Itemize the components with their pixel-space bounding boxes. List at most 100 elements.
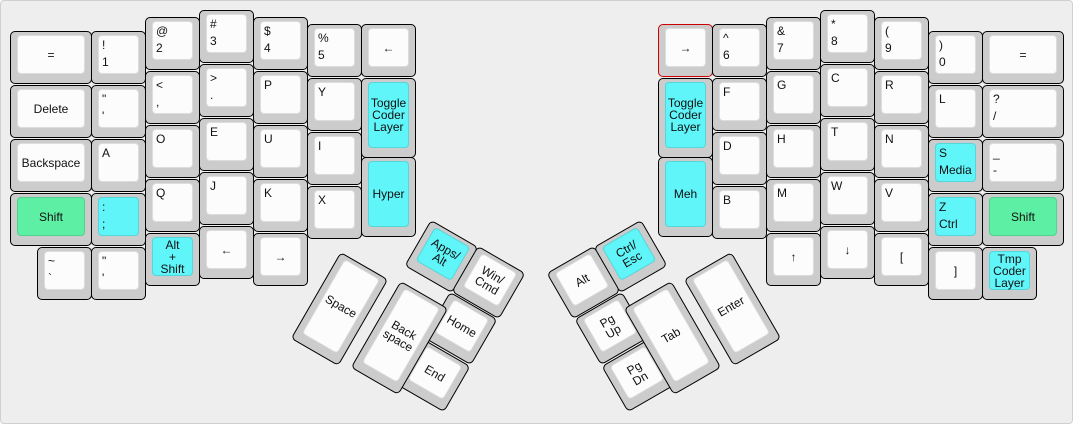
- key-hyper: Hyper: [361, 157, 416, 237]
- key-equals-right: =: [982, 31, 1064, 84]
- key-legend: C: [831, 71, 840, 85]
- key-legend: O: [156, 132, 166, 146]
- key-legend: →: [274, 249, 287, 264]
- keycap-top: L: [935, 89, 976, 128]
- key-tilde: ~`: [37, 247, 92, 300]
- key-o: O: [145, 125, 200, 178]
- keycap-top: Hyper: [368, 161, 409, 227]
- key-at-2: @2: [145, 17, 200, 70]
- key-w: W: [820, 172, 875, 225]
- key-backspace: Backspace: [10, 139, 92, 192]
- key-legend: ←: [220, 242, 233, 257]
- keycap-top: ↑: [773, 237, 814, 276]
- key-legend-top: $: [264, 24, 271, 38]
- key-legend-bottom: `: [48, 271, 52, 285]
- keycap-top: )0: [935, 35, 976, 74]
- key-legend: Meh: [673, 187, 698, 201]
- key-paren-0: )0: [928, 31, 983, 84]
- key-meh: Meh: [658, 157, 713, 237]
- key-legend-bottom: Media: [939, 163, 972, 177]
- key-h: H: [766, 125, 821, 178]
- key-legend-top: %: [318, 31, 329, 45]
- key-delete: Delete: [10, 85, 92, 138]
- keycap-top: K: [260, 183, 301, 222]
- keycap-top: ?/: [989, 89, 1057, 128]
- key-legend: V: [885, 186, 894, 200]
- key-legend: X: [318, 193, 327, 207]
- key-legend: Delete: [33, 101, 69, 116]
- key-legend-top: @: [156, 24, 169, 38]
- key-x: X: [307, 186, 362, 239]
- keycap-top: >.: [206, 68, 247, 107]
- key-star-8: *8: [820, 10, 875, 63]
- keycap-top: #3: [206, 14, 247, 53]
- key-v: V: [874, 179, 929, 232]
- key-legend-top: #: [210, 17, 217, 31]
- key-gt-dot: >.: [199, 64, 254, 117]
- keycap-top: →: [665, 28, 706, 67]
- key-legend: Shift: [1010, 209, 1035, 224]
- keycap-top: X: [314, 190, 355, 229]
- keycap-top: (9: [881, 21, 922, 60]
- key-legend: K: [264, 186, 273, 200]
- key-legend-top: >: [210, 71, 218, 85]
- keycap-top: Shift: [989, 197, 1057, 236]
- key-t: T: [820, 118, 875, 171]
- key-legend-top: ^: [723, 31, 729, 45]
- key-arrow-right: →: [253, 233, 308, 286]
- key-l: L: [928, 85, 983, 138]
- keycap-top: ^6: [719, 28, 760, 67]
- key-legend-bottom: 9: [885, 41, 892, 55]
- key-shift-left: Shift: [10, 193, 92, 246]
- key-quote-thumb: "': [91, 247, 146, 300]
- key-y: Y: [307, 78, 362, 131]
- key-quote: "': [91, 85, 146, 138]
- key-amp-7: &7: [766, 17, 821, 70]
- keycap-top: %5: [314, 28, 355, 67]
- key-legend: =: [47, 47, 55, 62]
- key-legend-bottom: ,: [156, 95, 160, 109]
- key-paren-9: (9: [874, 17, 929, 70]
- key-legend: N: [885, 132, 894, 146]
- key-legend: H: [777, 132, 786, 146]
- key-legend: [: [899, 249, 904, 264]
- key-legend: Y: [318, 85, 327, 99]
- keycap-top: "': [98, 251, 139, 290]
- key-legend-top: (: [885, 24, 889, 38]
- key-legend-top: _: [993, 146, 1000, 160]
- keycap-top: Meh: [665, 161, 706, 227]
- key-arrow-right-top: →: [658, 24, 713, 77]
- key-legend: L: [939, 92, 946, 106]
- key-legend: U: [264, 132, 273, 146]
- key-j: J: [199, 172, 254, 225]
- key-arrow-up: ↑: [766, 233, 821, 286]
- keycap-top: ←: [206, 230, 247, 269]
- keycap-top: A: [98, 143, 139, 182]
- keycap-top: E: [206, 122, 247, 161]
- key-legend-top: &: [777, 24, 786, 38]
- keycap-top: _-: [989, 143, 1057, 182]
- key-legend: Q: [156, 186, 166, 200]
- key-legend-top: *: [831, 17, 836, 31]
- key-legend: D: [723, 139, 732, 153]
- key-c: C: [820, 64, 875, 117]
- keycap-top: Alt+Shift: [152, 237, 193, 276]
- key-k: K: [253, 179, 308, 232]
- key-legend-bottom: 0: [939, 55, 946, 69]
- keycap-top: !1: [98, 35, 139, 74]
- key-legend-bottom: 2: [156, 41, 163, 55]
- keycap-top: Q: [152, 183, 193, 222]
- key-legend-bottom: 1: [102, 55, 109, 69]
- key-p: P: [253, 71, 308, 124]
- key-legend: =: [1019, 47, 1027, 62]
- key-a: A: [91, 139, 146, 192]
- key-legend-bottom: 3: [210, 34, 217, 48]
